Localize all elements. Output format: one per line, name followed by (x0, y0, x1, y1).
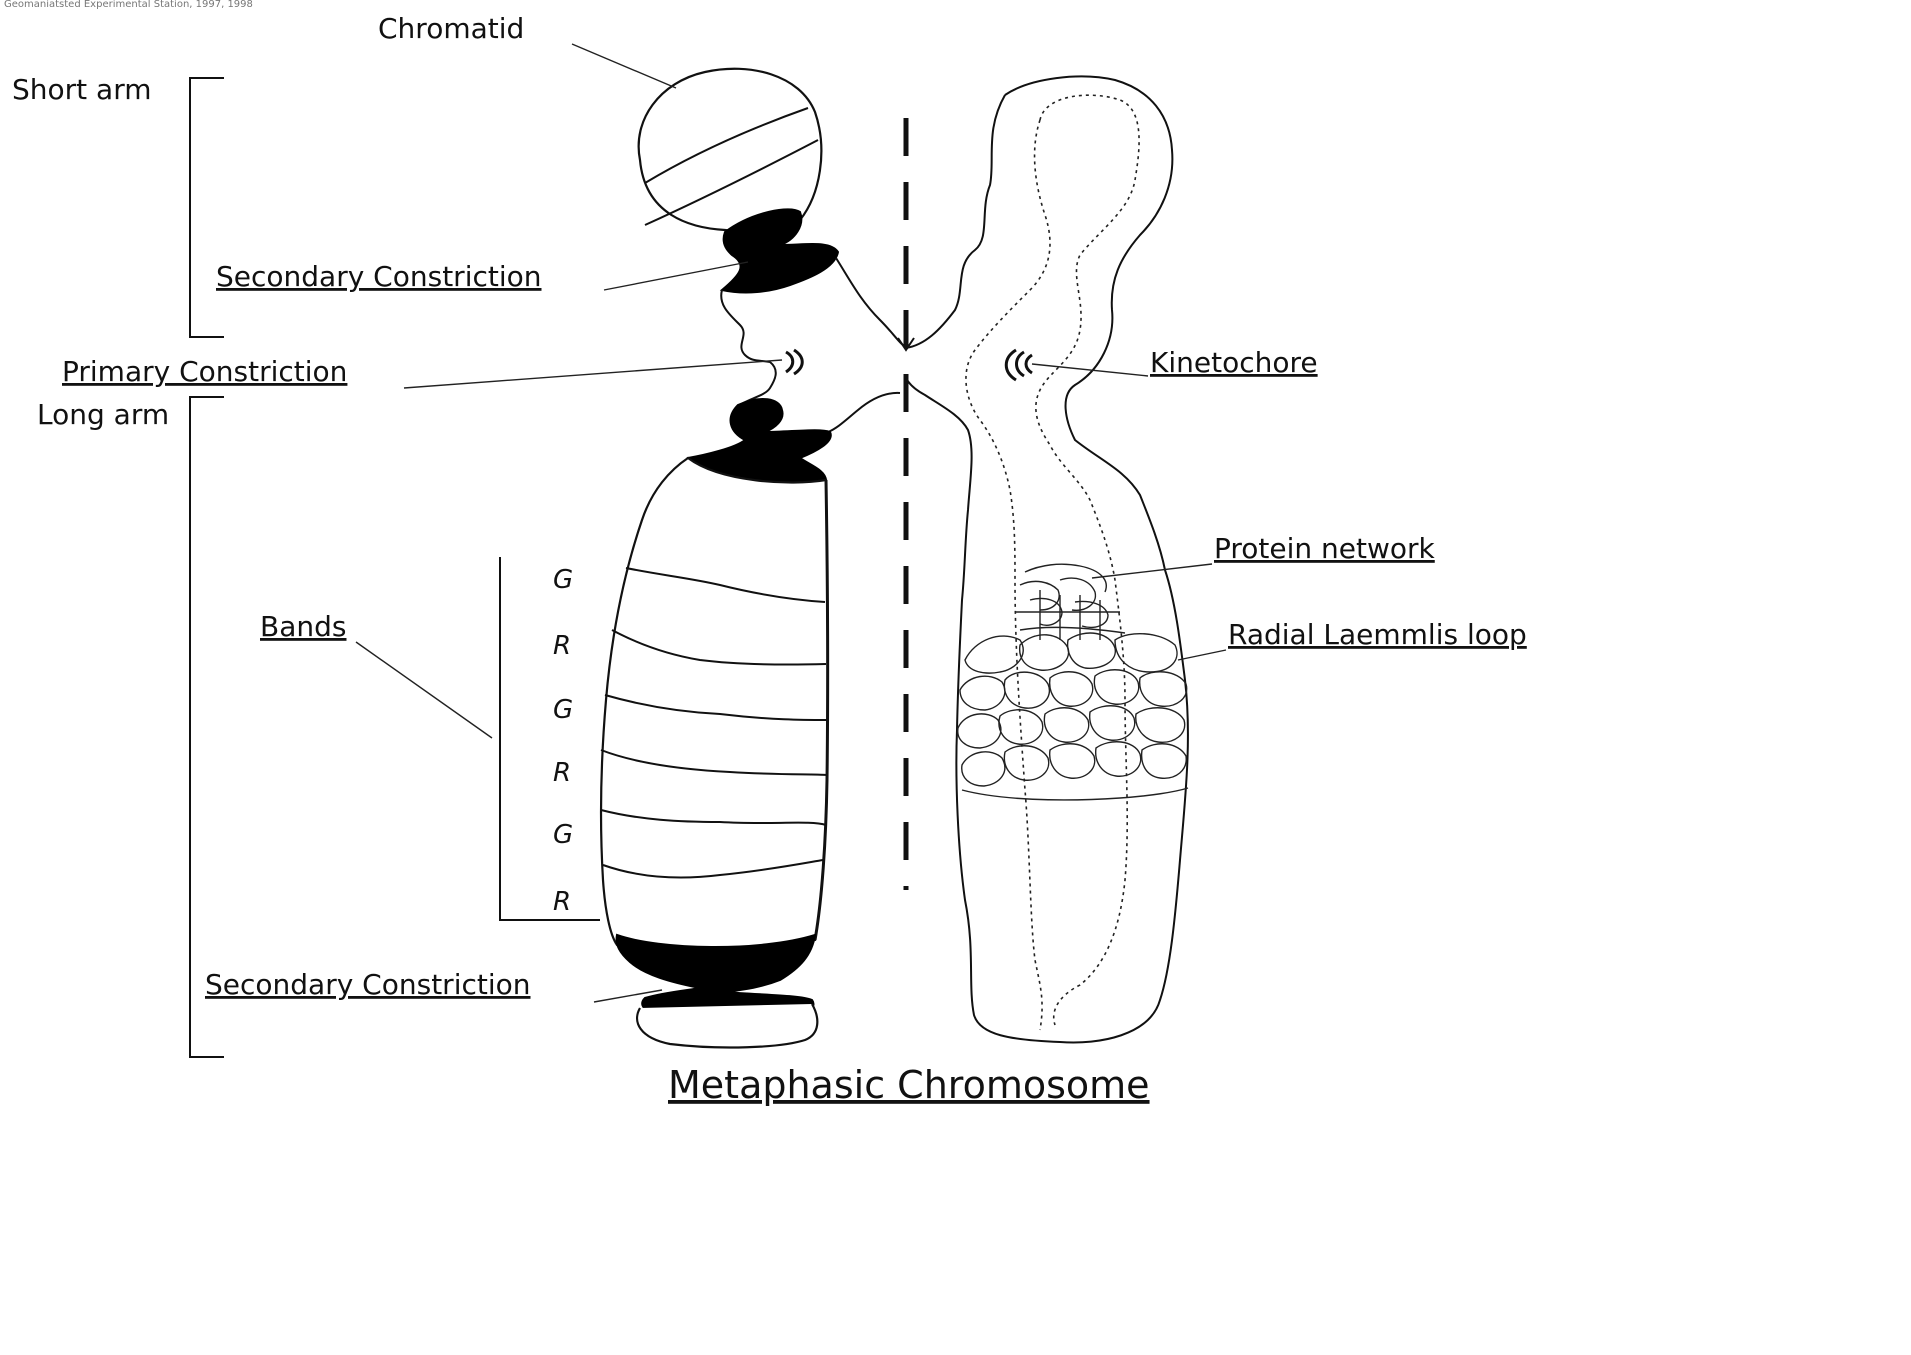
band-letter: R (553, 631, 571, 661)
right-chromatid-outline (906, 76, 1188, 1042)
short-arm-bracket (190, 78, 224, 337)
primary-constriction-label: Primary Constriction (62, 355, 347, 388)
long-arm-body (601, 458, 828, 952)
band-letter: G (553, 565, 573, 595)
diagram-title: Metaphasic Chromosome (668, 1063, 1150, 1107)
band-letter: G (553, 820, 573, 850)
band-letter: R (553, 887, 571, 917)
secondary-constriction-bottom-label: Secondary Constriction (205, 968, 531, 1001)
chromatid-label: Chromatid (378, 12, 524, 45)
bands-label: Bands (260, 610, 346, 643)
top-secondary-constriction-band (722, 209, 838, 292)
inner-strand (1036, 95, 1139, 1025)
chromosome-diagram: Geomaniatsted Experimental Station, 1997… (0, 0, 1566, 1111)
band-letter: R (553, 758, 571, 788)
right-chromatid (906, 76, 1188, 1042)
short-arm-label: Short arm (12, 73, 152, 106)
long-arm-bracket (190, 397, 224, 1057)
radial-loop-label: Radial Laemmlis loop (1228, 618, 1527, 651)
long-arm-label: Long arm (37, 398, 169, 431)
secondary-constriction-top-label: Secondary Constriction (216, 260, 542, 293)
credit-text: Geomaniatsted Experimental Station, 1997… (4, 0, 253, 10)
protein-network-label: Protein network (1214, 532, 1436, 565)
bands-bracket (500, 557, 600, 920)
left-chromatid (601, 69, 908, 1048)
radial-loop-cluster (958, 633, 1188, 800)
kinetochore-label: Kinetochore (1150, 346, 1318, 379)
band-letter: G (553, 695, 573, 725)
short-arm-head (639, 69, 822, 232)
